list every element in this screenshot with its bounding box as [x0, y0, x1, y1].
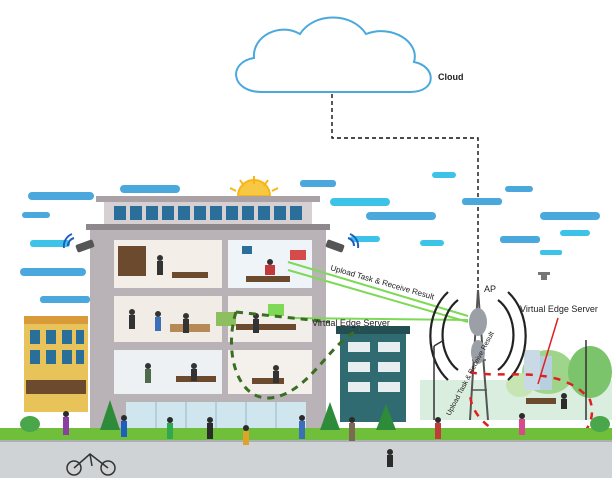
- sky-cloud: [30, 240, 70, 247]
- grass-strip: [0, 428, 612, 440]
- antenna-tower-icon: [429, 289, 527, 421]
- sky-cloud: [330, 198, 390, 206]
- person-icon: [63, 393, 567, 467]
- left-building: [24, 316, 88, 412]
- sun-icon: [229, 176, 279, 197]
- red-arrow: [537, 317, 559, 385]
- drone-icon: [538, 272, 550, 280]
- park-background: [420, 346, 612, 420]
- wifi-camera-icon: [325, 233, 360, 253]
- sky-cloud: [500, 236, 540, 243]
- sky-cloud: [28, 192, 94, 200]
- ap-label: AP: [484, 284, 496, 294]
- sky-cloud: [300, 180, 336, 187]
- sky-cloud: [560, 230, 590, 236]
- sky-cloud: [540, 212, 600, 220]
- wifi-camera-icon: [62, 233, 95, 253]
- street-lamp: [433, 339, 587, 420]
- sky-cloud: [120, 185, 180, 193]
- sky-cloud: [462, 198, 502, 205]
- sky-cloud: [540, 250, 562, 255]
- sky-cloud: [505, 186, 533, 192]
- sky-cloud: [420, 240, 444, 246]
- sky-cloud: [22, 212, 50, 218]
- upload-label: Upload Task & Receive Result: [329, 263, 436, 301]
- sky-cloud: [366, 212, 436, 220]
- main-building: [86, 196, 330, 432]
- ves-building-label: Virtual Edge Server: [312, 318, 390, 328]
- road: [0, 440, 612, 478]
- sky-cloud: [432, 172, 456, 178]
- sky-cloud: [20, 268, 86, 276]
- cloud-label: Cloud: [438, 72, 464, 82]
- sky-cloud: [40, 296, 90, 303]
- tree-icon: [20, 400, 610, 432]
- bicycle-icon: [66, 453, 116, 476]
- bench: [526, 398, 556, 404]
- cloud-icon: [235, 16, 432, 93]
- ves-right-label: Virtual Edge Server: [520, 304, 598, 314]
- right-building: [336, 326, 410, 422]
- cloud-link: [331, 94, 479, 290]
- coverage-dashed: [229, 310, 361, 400]
